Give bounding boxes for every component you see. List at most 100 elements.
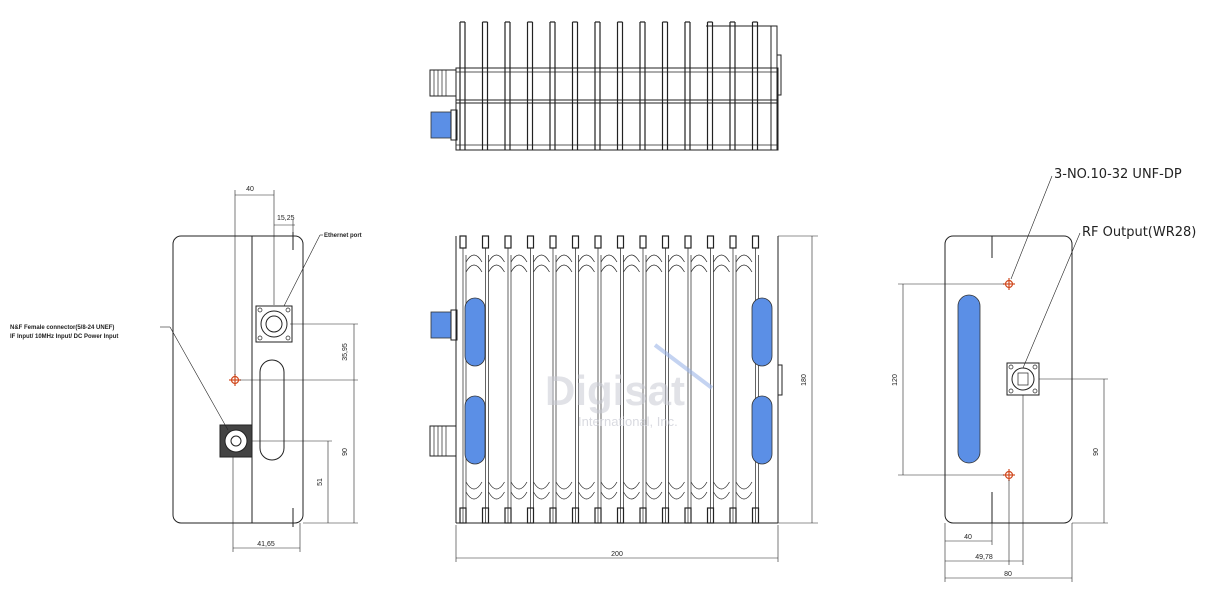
front-fin-top: [594, 235, 602, 249]
front-fin-curve: [668, 254, 685, 263]
front-fin-curve: [690, 481, 708, 490]
front-fin-bottom: [684, 507, 692, 524]
rf-output-label: RF Output(WR28): [1082, 225, 1196, 240]
front-fin-curve: [533, 481, 550, 490]
front-fin-curve: [735, 254, 753, 263]
front-fin-curve: [668, 491, 685, 500]
front-fin-curve: [623, 264, 640, 273]
front-fin-curve: [600, 254, 618, 263]
front-fin-curve: [465, 491, 483, 500]
front-fin-curve: [735, 491, 753, 500]
top-n-connector: [429, 69, 457, 97]
front-oval-right-top: [751, 297, 773, 367]
front-fin-bottom: [729, 507, 737, 524]
front-fin-top: [549, 235, 557, 249]
front-fin-curve: [690, 491, 708, 500]
front-fin-bottom: [549, 507, 557, 524]
front-ethernet-connector: [430, 311, 452, 339]
front-fin-curve: [555, 481, 573, 490]
front-fin-top: [639, 235, 647, 249]
left-view-slot: [259, 359, 285, 461]
front-fin-bottom: [616, 507, 625, 524]
front-oval-right-bottom: [751, 395, 773, 465]
front-fin-curve: [555, 264, 573, 273]
right-view-body: [944, 235, 1073, 524]
front-view: 200 180 Digisat International, Inc.: [429, 235, 818, 562]
front-fin-curve: [623, 254, 640, 263]
front-fin-top: [526, 235, 535, 249]
top-view: [429, 21, 782, 151]
front-fin-curve: [735, 264, 753, 273]
left-view: 40 15,25 35,95 90 51 41,65 Ethernet port…: [10, 186, 362, 552]
front-fin-curve: [623, 491, 640, 500]
dim-left-lower: 90: [342, 448, 349, 456]
front-fin-curve: [600, 264, 618, 273]
watermark-sub: International, Inc.: [578, 414, 678, 429]
front-fin-curve: [645, 254, 663, 263]
front-fin-curve: [578, 254, 595, 263]
front-fin-bottom: [459, 507, 467, 524]
front-fin-curve: [465, 481, 483, 490]
front-fin-bottom: [481, 507, 490, 524]
front-fin-curve: [555, 254, 573, 263]
nf-connector-label: N&F Female connector(5/8-24 UNEF): [10, 325, 114, 331]
front-fin-curve: [555, 491, 573, 500]
front-fin-curve: [578, 491, 595, 500]
front-fin-top: [481, 235, 490, 249]
front-fin-curve: [488, 264, 505, 273]
front-fin-curve: [623, 481, 640, 490]
front-fin-curve: [510, 254, 528, 263]
front-fin-curve: [465, 254, 483, 263]
front-fin-bottom: [639, 507, 647, 524]
nf-connector-label-2: IF Input/ 10MHz Input/ DC Power Input: [10, 334, 118, 340]
left-view-body: [172, 235, 304, 524]
front-fin-bottom: [706, 507, 715, 524]
front-fin-curve: [510, 481, 528, 490]
front-fin-top: [616, 235, 625, 249]
front-fin-curve: [533, 254, 550, 263]
front-fin-top: [706, 235, 715, 249]
front-fin-curve: [713, 264, 730, 273]
front-fin-bottom: [504, 507, 512, 524]
front-fin-curve: [533, 264, 550, 273]
front-fin-curve: [735, 481, 753, 490]
front-fin-curve: [690, 254, 708, 263]
front-fin-bottom: [571, 507, 580, 524]
front-fin-top: [684, 235, 692, 249]
front-fin-curve: [645, 481, 663, 490]
front-fin-curve: [533, 491, 550, 500]
front-fin-curve: [713, 481, 730, 490]
watermark-brand: Digisat: [545, 367, 685, 414]
front-fin-curve: [668, 481, 685, 490]
front-fin-curve: [488, 491, 505, 500]
front-fin-curve: [578, 264, 595, 273]
front-fin-curve: [668, 264, 685, 273]
front-view-fins: [459, 235, 760, 524]
front-fin-top: [729, 235, 737, 249]
front-fin-curve: [510, 491, 528, 500]
front-oval-left-bottom: [464, 395, 486, 465]
front-fin-curve: [690, 264, 708, 273]
front-oval-left-top: [464, 297, 486, 367]
front-fin-top: [751, 235, 760, 249]
front-fin-bottom: [661, 507, 670, 524]
dim-left-width: 40: [246, 186, 254, 193]
front-fin-curve: [465, 264, 483, 273]
front-fin-bottom: [526, 507, 535, 524]
top-view-fins: [459, 21, 759, 150]
front-fin-bottom: [751, 507, 760, 524]
front-fin-curve: [488, 481, 505, 490]
right-oval: [957, 294, 981, 464]
front-fin-curve: [600, 481, 618, 490]
front-fin-curve: [713, 491, 730, 500]
front-fin-top: [459, 235, 467, 249]
front-fin-top: [504, 235, 512, 249]
top-ethernet-connector: [430, 111, 452, 139]
dim-center-length: 200: [611, 551, 623, 558]
front-fin-curve: [488, 254, 505, 263]
right-view: 120 90 40 49,78 80 3-NO.10-32 UNF-DP RF …: [892, 167, 1196, 582]
front-fin-curve: [645, 264, 663, 273]
front-fin-curve: [578, 481, 595, 490]
dim-right-offset-40: 40: [964, 534, 972, 541]
